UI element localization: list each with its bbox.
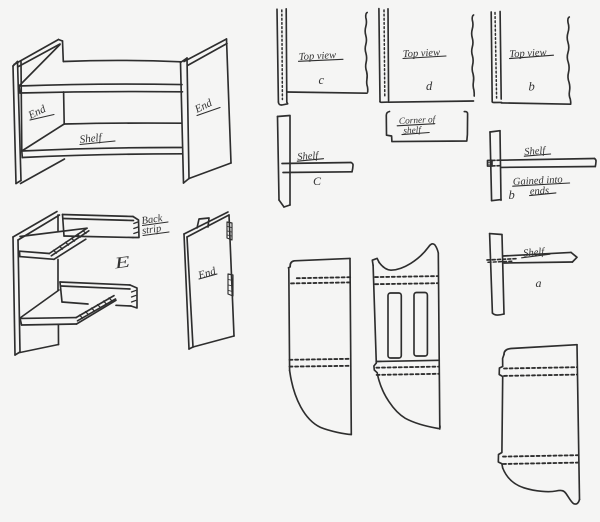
svg-text:shelf: shelf (403, 125, 423, 137)
svg-text:Shelf: Shelf (523, 247, 547, 260)
svg-text:strip: strip (141, 223, 162, 237)
svg-text:Back: Back (141, 213, 164, 227)
svg-text:b: b (509, 188, 515, 202)
svg-text:C: C (313, 174, 322, 188)
svg-text:c: c (319, 73, 325, 87)
svg-text:Top view: Top view (403, 47, 441, 60)
svg-text:Shelf: Shelf (524, 145, 548, 158)
svg-text:ends: ends (530, 186, 550, 198)
svg-text:Shelf: Shelf (297, 150, 321, 163)
svg-text:E: E (112, 252, 131, 273)
svg-text:Gained into: Gained into (513, 174, 563, 188)
svg-text:b: b (529, 80, 535, 94)
svg-text:a: a (536, 276, 542, 290)
svg-text:Top view: Top view (299, 50, 337, 63)
svg-text:Shelf: Shelf (79, 132, 104, 146)
svg-text:End: End (196, 265, 218, 282)
svg-text:Corner of: Corner of (399, 114, 437, 127)
svg-text:d: d (426, 79, 433, 93)
svg-text:Top view: Top view (509, 47, 547, 60)
